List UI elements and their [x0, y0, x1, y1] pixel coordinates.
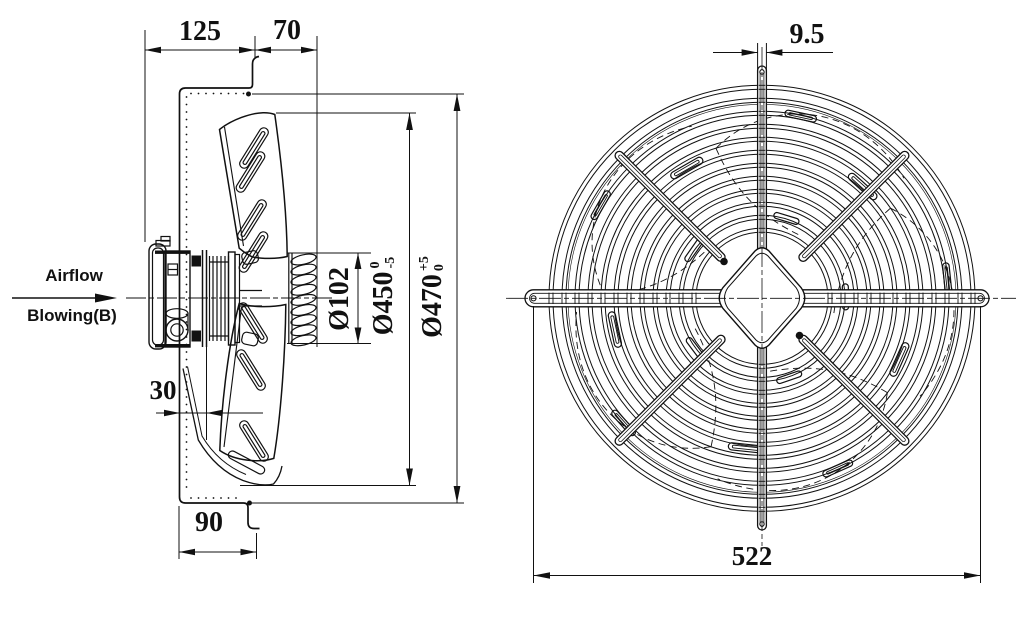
guard-diagonal-spokes [614, 150, 910, 446]
side-view-dimensions [144, 30, 464, 559]
dim-30: 30 [149, 374, 177, 405]
dim-diameter-102: Ø102 [324, 267, 355, 331]
fan-blade-lower [182, 302, 287, 486]
tol-lower: -5 [383, 256, 398, 269]
blowing-label: Blowing(B) [27, 306, 117, 325]
leader-dot-bottom [247, 500, 252, 506]
side-view [12, 30, 464, 559]
airflow-label: Airflow [45, 266, 103, 285]
panel-profile [178, 55, 260, 530]
dim-70: 70 [273, 15, 301, 46]
rivet-dot [795, 331, 804, 340]
dim-diameter-450: Ø450 0 -5 [368, 248, 399, 344]
inlet-coil [288, 253, 317, 347]
dim-470-value: Ø470 [417, 274, 448, 338]
dim-450-value: Ø450 [368, 271, 399, 336]
panel-weld-dots [185, 92, 245, 499]
airflow-arrow [12, 293, 117, 303]
dim-125: 125 [179, 16, 221, 47]
tol-upper: +5 [417, 256, 433, 272]
leader-dot-top [246, 91, 251, 97]
dim-450-tolerance: 0 -5 [368, 256, 398, 269]
front-view-dimensions [533, 43, 981, 583]
tol-lower: 0 [432, 264, 447, 272]
blade-louver-slots [235, 127, 269, 273]
dim-90: 90 [195, 507, 223, 538]
dim-522: 522 [731, 540, 773, 571]
dim-470-tolerance: +5 0 [417, 256, 447, 272]
fan-blade-upper [218, 111, 288, 273]
rivet-dot [720, 257, 728, 266]
dim-diameter-470: Ø470 +5 0 [417, 249, 448, 345]
tol-upper: 0 [368, 261, 384, 269]
front-view [506, 43, 1016, 583]
dim-9-5: 9.5 [789, 19, 825, 50]
